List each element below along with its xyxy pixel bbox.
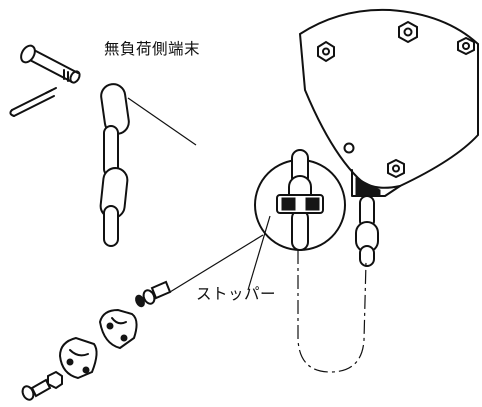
rivet-hole <box>343 142 355 154</box>
stopper-half-lower <box>58 336 98 380</box>
hex-nut-bottom <box>387 158 405 179</box>
stopper-bolt <box>135 280 172 308</box>
no-load-end-label: 無負荷側端末 <box>104 40 201 58</box>
no-load-chain <box>99 83 130 247</box>
hex-nut-right <box>457 36 475 56</box>
hex-nut-left <box>317 40 335 63</box>
bottom-bolt <box>21 370 63 401</box>
clevis-pin <box>20 44 81 84</box>
hex-nut-top <box>398 20 418 44</box>
chain-slack-loop <box>297 250 367 373</box>
leader-line-stopper <box>247 215 271 291</box>
leader-line-detail <box>169 234 264 293</box>
leader-line-end <box>127 97 197 146</box>
detail-circle <box>254 149 346 251</box>
stopper-half-upper <box>98 308 138 350</box>
cotter-pin <box>9 87 57 117</box>
stopper-label: ストッパー <box>196 285 277 303</box>
load-chain <box>355 195 379 267</box>
hoist-body <box>298 8 479 197</box>
